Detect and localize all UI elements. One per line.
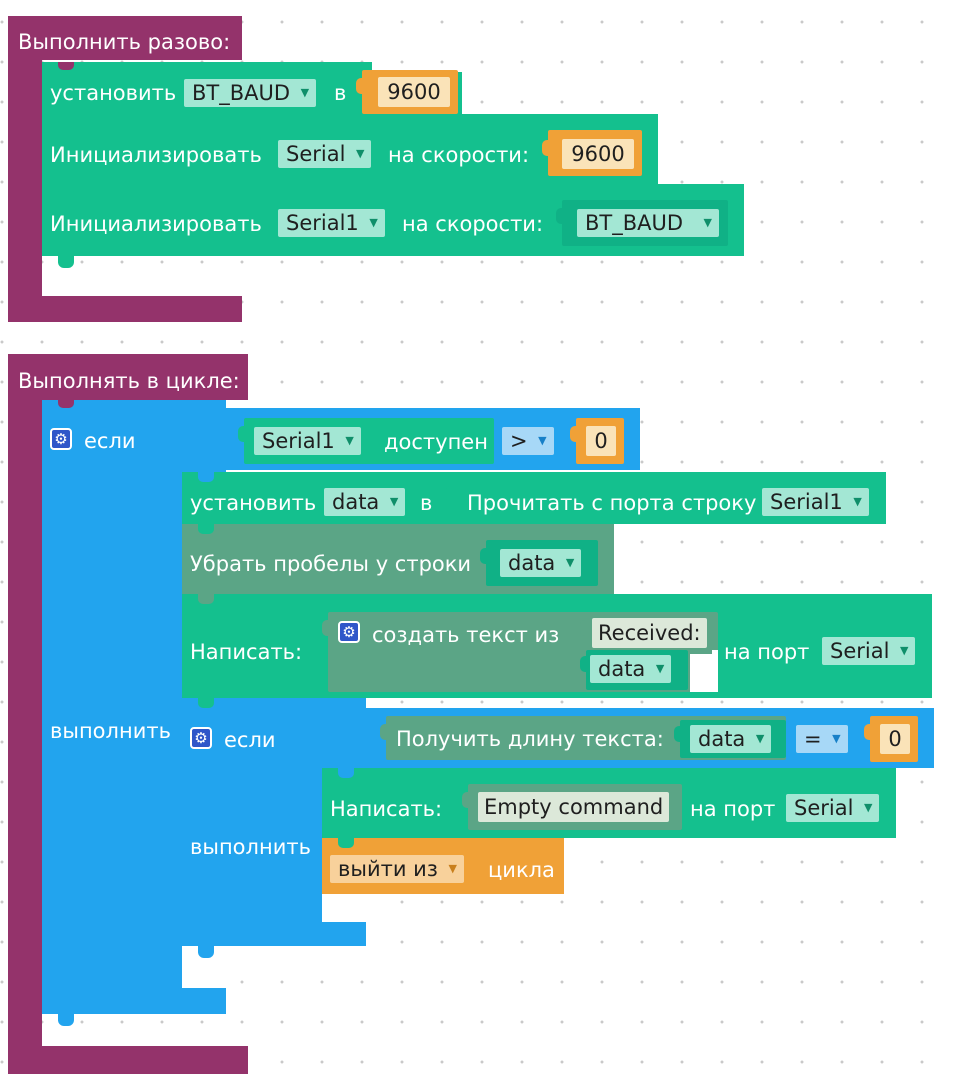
- gear-icon[interactable]: ⚙: [190, 727, 212, 749]
- number-field[interactable]: 0: [586, 426, 616, 456]
- number-field[interactable]: 9600: [562, 139, 634, 169]
- init-label: Инициализировать: [50, 212, 262, 236]
- port-label: на порт: [724, 640, 810, 664]
- do-label: выполнить: [50, 719, 171, 743]
- var-dropdown-data[interactable]: data▼: [324, 488, 406, 516]
- set-to-label: в: [420, 491, 433, 515]
- loop-hat-label: Выполнять в цикле:: [18, 369, 240, 393]
- port-dropdown-serial1[interactable]: Serial1▼: [762, 488, 869, 516]
- number-field[interactable]: 0: [880, 724, 910, 754]
- compare-op-dropdown[interactable]: =▼: [796, 725, 848, 753]
- dropdown-arrow-icon: ▼: [355, 147, 365, 160]
- gear-icon[interactable]: ⚙: [338, 621, 360, 643]
- dropdown-arrow-icon: ▼: [345, 434, 354, 447]
- print-label: Написать:: [190, 640, 303, 664]
- dropdown-arrow-icon: ▼: [389, 495, 399, 508]
- read-string-label: Прочитать с порта строку: [467, 491, 757, 515]
- init-label: Инициализировать: [50, 143, 262, 167]
- var-dropdown-data[interactable]: data▼: [690, 725, 772, 753]
- dropdown-arrow-icon: ▼: [448, 862, 457, 875]
- dropdown-arrow-icon: ▼: [300, 86, 310, 99]
- dropdown-arrow-icon: ▼: [863, 801, 873, 814]
- trim-label: Убрать пробелы у строки: [190, 552, 472, 576]
- break-option-dropdown[interactable]: выйти из▼: [330, 855, 464, 883]
- port-dropdown-serial[interactable]: Serial▼: [822, 637, 916, 665]
- text-length-label: Получить длину текста:: [396, 727, 664, 751]
- print-label: Написать:: [330, 797, 443, 821]
- set-label: установить: [50, 81, 177, 105]
- var-dropdown-bt-baud[interactable]: BT_BAUD▼: [577, 209, 719, 237]
- setup-block[interactable]: Выполнить разово: установить BT_BAUD▼ в …: [0, 0, 760, 330]
- dropdown-arrow-icon: ▼: [655, 662, 665, 675]
- speed-label: на скорости:: [402, 212, 544, 236]
- port-dropdown-serial[interactable]: Serial▼: [786, 794, 880, 822]
- text-literal-empty-command[interactable]: Empty command: [478, 792, 670, 822]
- var-dropdown-bt-baud[interactable]: BT_BAUD▼: [184, 79, 317, 107]
- number-field[interactable]: 9600: [378, 77, 450, 107]
- set-label: установить: [190, 491, 317, 515]
- loop-block[interactable]: Выполнять в цикле:: [0, 350, 940, 1080]
- dropdown-arrow-icon: ▼: [755, 732, 765, 745]
- var-dropdown-data[interactable]: data▼: [590, 655, 672, 683]
- var-dropdown-data[interactable]: data▼: [500, 549, 582, 577]
- dropdown-arrow-icon: ▼: [703, 216, 712, 229]
- join-label: создать текст из: [372, 623, 560, 647]
- dropdown-arrow-icon: ▼: [899, 644, 909, 657]
- text-literal-received[interactable]: Received:: [592, 618, 707, 648]
- dropdown-arrow-icon: ▼: [369, 216, 378, 229]
- dropdown-arrow-icon: ▼: [565, 556, 575, 569]
- dropdown-arrow-icon: ▼: [853, 495, 862, 508]
- compare-op-dropdown[interactable]: >▼: [502, 427, 554, 455]
- do-label: выполнить: [190, 835, 311, 859]
- port-dropdown-serial[interactable]: Serial▼: [278, 140, 372, 168]
- dropdown-arrow-icon: ▼: [832, 732, 841, 745]
- dropdown-arrow-icon: ▼: [538, 434, 547, 447]
- set-to-label: в: [334, 81, 347, 105]
- if-label: если: [84, 429, 136, 453]
- setup-hat-label: Выполнить разово:: [18, 30, 231, 54]
- port-dropdown-serial1[interactable]: Serial1▼: [254, 427, 361, 455]
- port-label: на порт: [690, 797, 776, 821]
- if-label: если: [224, 728, 276, 752]
- break-label: цикла: [488, 858, 555, 882]
- gear-icon[interactable]: ⚙: [50, 428, 72, 450]
- available-label: доступен: [384, 430, 488, 454]
- speed-label: на скорости:: [388, 143, 530, 167]
- port-dropdown-serial1[interactable]: Serial1▼: [278, 209, 385, 237]
